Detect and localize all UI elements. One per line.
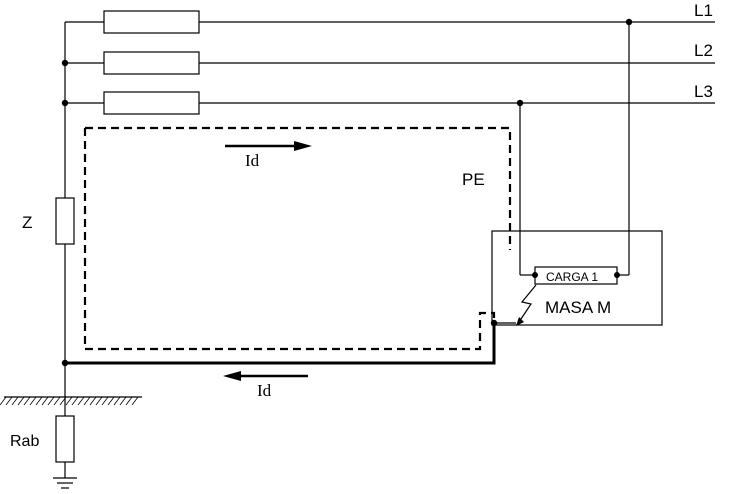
resistor-l1-icon bbox=[103, 10, 200, 34]
pe-loop-bottom bbox=[83, 128, 496, 351]
ground-hatch-stroke bbox=[29, 396, 37, 406]
ground-hatch-stroke bbox=[83, 396, 91, 406]
junction-dot bbox=[61, 99, 69, 107]
resistor-l2-icon bbox=[103, 51, 200, 75]
resistor-l3-icon bbox=[103, 91, 200, 115]
ground-hatch-stroke bbox=[35, 396, 43, 406]
ground-hatch-stroke bbox=[65, 396, 73, 406]
current-arrow-icon bbox=[223, 371, 241, 381]
ground-hatch-stroke bbox=[71, 396, 79, 406]
ground-hatch-stroke bbox=[89, 396, 97, 406]
label-rab: Rab bbox=[10, 433, 39, 450]
ground-hatch-stroke bbox=[5, 396, 13, 406]
load-terminal-dot bbox=[614, 272, 620, 278]
fault-arc-icon bbox=[518, 284, 537, 323]
ground-hatch-stroke bbox=[131, 396, 139, 406]
label-id-bottom: Id bbox=[257, 381, 272, 400]
fault-arrowhead-icon bbox=[516, 317, 524, 326]
pe-conductor bbox=[65, 323, 496, 365]
ground-hatch-stroke bbox=[119, 396, 127, 406]
ground-hatch-stroke bbox=[59, 396, 67, 406]
ground-hatch-stroke bbox=[101, 396, 109, 406]
ground-hatch-stroke bbox=[41, 396, 49, 406]
label-l2: L2 bbox=[694, 41, 713, 60]
ground-hatch-stroke bbox=[11, 396, 19, 406]
impedance-z-icon bbox=[55, 197, 75, 245]
label-z: Z bbox=[22, 213, 32, 232]
ground-hatch-stroke bbox=[113, 396, 121, 406]
resistor-rab-icon bbox=[55, 415, 75, 463]
ground-hatch-stroke bbox=[77, 396, 85, 406]
current-arrow-icon bbox=[294, 141, 312, 151]
ground-hatch-stroke bbox=[23, 396, 31, 406]
label-carga: CARGA 1 bbox=[546, 270, 598, 284]
ground-hatch-stroke bbox=[125, 396, 133, 406]
junction-dot bbox=[61, 59, 69, 67]
label-pe: PE bbox=[462, 170, 485, 189]
load-terminal-dot bbox=[532, 272, 538, 278]
ground-hatch-stroke bbox=[95, 396, 103, 406]
label-id-top: Id bbox=[245, 151, 260, 170]
ground-hatch-stroke bbox=[17, 396, 25, 406]
label-l1: L1 bbox=[694, 1, 713, 20]
ground-hatch-stroke bbox=[47, 396, 55, 406]
ground-hatch-stroke bbox=[107, 396, 115, 406]
label-l3: L3 bbox=[694, 82, 713, 101]
ground-hatch bbox=[0, 396, 139, 406]
ground-hatch-stroke bbox=[53, 396, 61, 406]
masa-enclosure bbox=[491, 230, 663, 326]
ground-symbol-icon bbox=[53, 477, 77, 489]
label-masa: MASA M bbox=[545, 298, 611, 317]
ground-hatch-stroke bbox=[0, 396, 7, 406]
